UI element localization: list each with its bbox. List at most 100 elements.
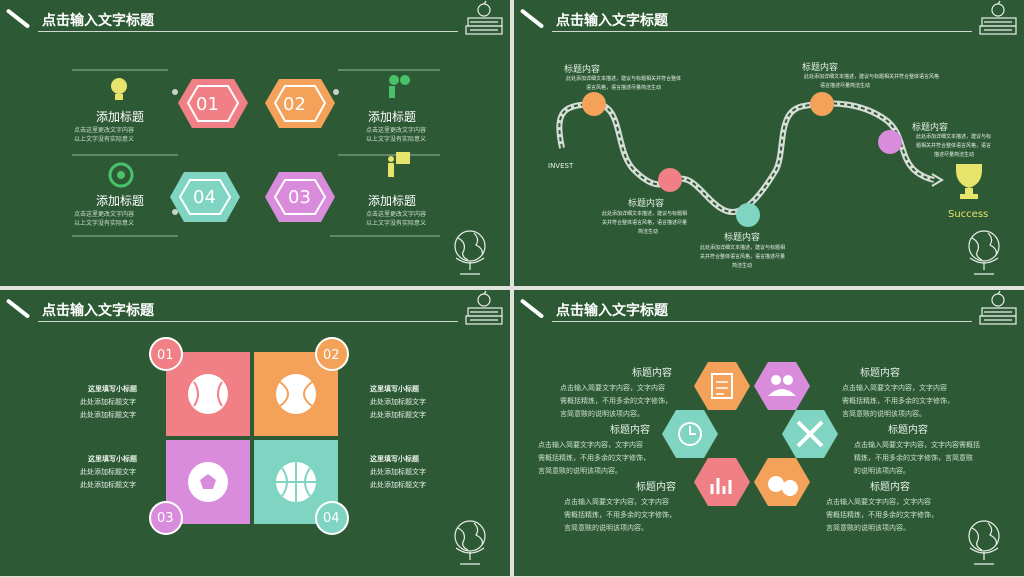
tennis-ball-icon bbox=[276, 374, 316, 414]
block-desc: 言简意赅的说明该项内容。 bbox=[842, 410, 926, 418]
clock-icon bbox=[662, 410, 718, 458]
sub-text: 此处添加标题文字 bbox=[370, 398, 426, 406]
hex-ring bbox=[662, 362, 838, 506]
step-desc: 简洁生动 bbox=[638, 229, 659, 235]
item-title: 添加标题 bbox=[96, 194, 145, 208]
sub-text: 此处添加标题文字 bbox=[370, 468, 426, 476]
sub-text: 此处添加标题文字 bbox=[370, 411, 426, 419]
trophy-icon bbox=[956, 164, 982, 199]
tools-icon bbox=[782, 410, 838, 458]
books-apple-icon bbox=[465, 290, 503, 325]
title-underline bbox=[552, 321, 972, 322]
slide-3[interactable]: 点击输入文字标题 01 02 03 04 这里填写小标题 此处添加标题文字 此处… bbox=[0, 290, 510, 576]
block-desc: 精炼，不用多余的文字修饰，言简意赅 bbox=[854, 454, 973, 462]
end-label: Success bbox=[948, 209, 989, 220]
item-desc: 点击这里更改文字内容 bbox=[366, 127, 427, 134]
sub-title: 这里填写小标题 bbox=[88, 455, 137, 463]
badge-label: 04 bbox=[323, 511, 340, 526]
target-icon bbox=[108, 162, 134, 188]
item-desc: 点击这里更改文字内容 bbox=[74, 211, 135, 218]
sub-text: 此处添加标题文字 bbox=[80, 398, 136, 406]
badge bbox=[315, 337, 349, 371]
sub-title: 这里填写小标题 bbox=[370, 455, 419, 463]
step-node bbox=[658, 168, 682, 192]
slide-title: 点击输入文字标题 bbox=[42, 303, 154, 319]
item-desc: 点击这里更改文字内容 bbox=[366, 211, 427, 218]
books-apple-icon bbox=[979, 290, 1017, 325]
step-desc: 关并符合整体语言风格，语言描述尽量 bbox=[602, 220, 688, 226]
money-icon bbox=[754, 458, 810, 506]
title-underline bbox=[38, 31, 458, 32]
step-desc: 语言风格，语言描述尽量简洁生动 bbox=[586, 85, 662, 91]
block-desc: 点击输入简要文字内容，文字内容 bbox=[538, 441, 643, 449]
slide-4[interactable]: 点击输入文字标题 标题内容 点击输入简要文字内容，文字内容 需概括精炼，不用多余… bbox=[514, 290, 1024, 576]
step-node bbox=[810, 92, 834, 116]
step-title: 标题内容 bbox=[724, 233, 761, 243]
slide-1[interactable]: 点击输入文字标题 01 02 04 03 添加标题 点击这里更改文字内容 以上文… bbox=[0, 0, 510, 286]
step-node bbox=[582, 92, 606, 116]
globe-icon bbox=[454, 230, 486, 275]
block-desc: 点击输入简要文字内容，文字内容 bbox=[826, 498, 931, 506]
block-desc: 点击输入简要文字内容，文字内容需概括 bbox=[854, 441, 980, 449]
item-title: 添加标题 bbox=[368, 194, 417, 208]
block-title: 标题内容 bbox=[632, 368, 672, 379]
block-desc: 需概括精炼，不用多余的文字修饰， bbox=[564, 511, 676, 519]
hex-diagram bbox=[72, 69, 440, 237]
badge-label: 01 bbox=[157, 348, 174, 363]
badge bbox=[315, 501, 349, 535]
hex-04 bbox=[170, 172, 240, 222]
badge bbox=[149, 337, 183, 371]
step-node bbox=[736, 203, 760, 227]
road-path bbox=[556, 92, 982, 227]
block-desc: 点击输入简要文字内容，文字内容 bbox=[842, 384, 947, 392]
step-title: 标题内容 bbox=[802, 63, 839, 73]
hex-label: 03 bbox=[288, 187, 311, 208]
step-desc: 题相关并符合整体语言风格，语言 bbox=[916, 143, 992, 149]
block-desc: 的说明该项内容。 bbox=[854, 467, 910, 475]
block-desc: 需概括精炼，不用多余的文字修饰， bbox=[826, 511, 938, 519]
block-title: 标题内容 bbox=[610, 425, 650, 436]
item-title: 添加标题 bbox=[96, 110, 145, 124]
team-icon bbox=[754, 362, 810, 410]
step-desc: 此处添加详细文本描述，建议与标题相 bbox=[700, 245, 786, 251]
item-title: 添加标题 bbox=[368, 110, 417, 124]
step-desc: 简洁生动 bbox=[732, 263, 753, 269]
hex-01 bbox=[178, 79, 248, 128]
badge bbox=[149, 501, 183, 535]
block-desc: 需概括精炼，不用多余的文字修饰， bbox=[560, 397, 672, 405]
step-desc: 此处添加详细文本描述，建议与标题相关并符合整体 bbox=[566, 76, 682, 82]
item-desc: 以上文字没有实际意义 bbox=[366, 220, 427, 227]
title-underline bbox=[38, 321, 458, 322]
start-label: INVEST bbox=[548, 162, 574, 170]
globe-icon bbox=[968, 230, 1000, 275]
block-title: 标题内容 bbox=[636, 482, 676, 493]
presentation-icon bbox=[388, 152, 410, 177]
block-desc: 言简意赅的说明该项内容。 bbox=[560, 410, 644, 418]
sub-text: 此处添加标题文字 bbox=[370, 481, 426, 489]
hex-03 bbox=[265, 172, 335, 222]
block-desc: 点击输入简要文字内容，文字内容 bbox=[564, 498, 669, 506]
globe-icon bbox=[968, 520, 1000, 565]
step-desc: 此处添加详细文本描述，建议与标 bbox=[916, 134, 992, 140]
binoculars-icon bbox=[389, 75, 410, 98]
books-apple-icon bbox=[979, 0, 1017, 35]
block-desc: 点击输入简要文字内容，文字内容 bbox=[560, 384, 665, 392]
sub-text: 此处添加标题文字 bbox=[80, 411, 136, 419]
step-title: 标题内容 bbox=[628, 199, 665, 209]
step-desc: 此处添加详细文本描述，建议与标题相关并符合整体语言风格 bbox=[804, 74, 940, 80]
block-desc: 言简意赅的说明该项内容。 bbox=[538, 467, 622, 475]
basketball-icon bbox=[276, 462, 316, 502]
clipboard-icon bbox=[694, 362, 750, 410]
globe-icon bbox=[454, 520, 486, 565]
step-desc: 语言描述尽量简洁生动 bbox=[820, 83, 871, 89]
hex-label: 01 bbox=[196, 94, 219, 115]
step-desc: 此处添加详细文本描述，建议与标题相 bbox=[602, 211, 688, 217]
hex-label: 04 bbox=[193, 187, 216, 208]
badge-label: 03 bbox=[157, 511, 174, 526]
sub-text: 此处添加标题文字 bbox=[80, 468, 136, 476]
step-desc: 关并符合整体语言风格，语言描述尽量 bbox=[700, 254, 786, 260]
slide-2[interactable]: 点击输入文字标题 INVEST Success 标题内容 此处添加详细文本描述，… bbox=[514, 0, 1024, 286]
sub-text: 此处添加标题文字 bbox=[80, 481, 136, 489]
item-desc: 点击这里更改文字内容 bbox=[74, 127, 135, 134]
item-desc: 以上文字没有实际意义 bbox=[74, 220, 135, 227]
